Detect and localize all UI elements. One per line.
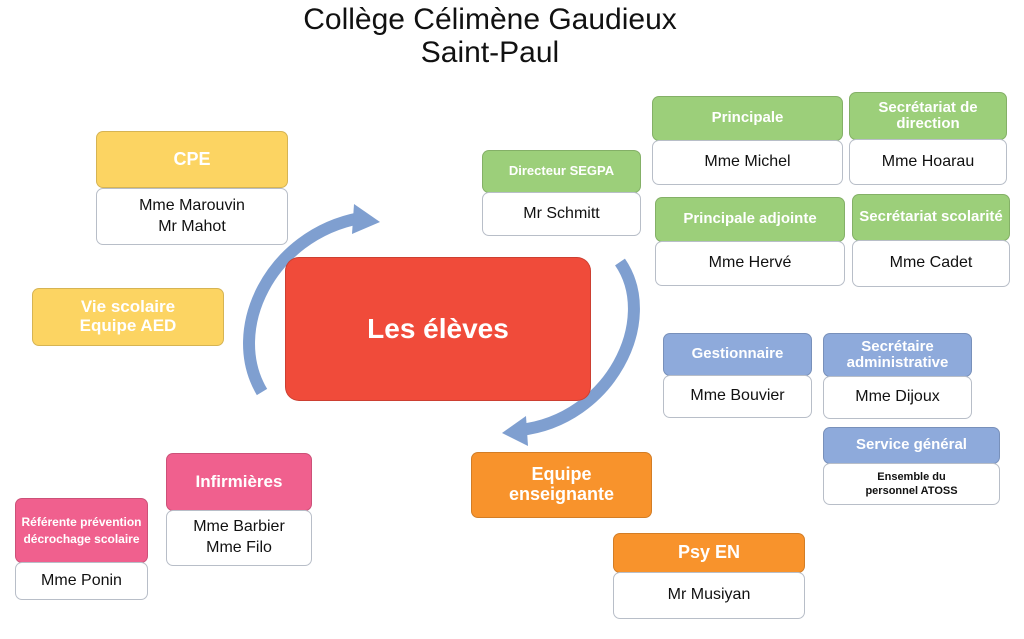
card-header: Référente prévention décrochage scolaire (15, 498, 148, 563)
card-header: Psy EN (613, 533, 805, 573)
card-psy-en: Psy EN Mr Musiyan (613, 533, 805, 619)
card-person: Mr Musiyan (667, 586, 751, 604)
card-header: Secrétaire administrative (823, 333, 972, 377)
card-person: Mr Schmitt (523, 204, 600, 222)
card-secretaire-administrative: Secrétaire administrative Mme Dijoux (823, 333, 972, 419)
card-service-general: Service général Ensemble du personnel AT… (823, 427, 1000, 505)
card-person: Ensemble du personnel ATOSS (865, 470, 958, 497)
card-person: Mme Hoarau (881, 152, 975, 170)
card-person: Mme Bouvier (690, 387, 785, 405)
center-label: Les élèves (285, 257, 591, 401)
left-cycle-arrow (243, 204, 380, 396)
card-equipe-enseignante: Equipe enseignante (471, 452, 652, 518)
card-referente-decrochage: Référente prévention décrochage scolaire… (15, 498, 148, 600)
card-header: Principale (652, 96, 843, 141)
card-header: Equipe enseignante (471, 452, 652, 518)
card-person: Mme Filo (206, 539, 272, 556)
card-header: Gestionnaire (663, 333, 812, 376)
card-principale: Principale Mme Michel (652, 96, 843, 185)
card-person: Mme Cadet (889, 254, 973, 272)
card-person: Mme Ponin (41, 571, 122, 589)
card-person: Mme Hervé (708, 254, 792, 272)
card-header: Vie scolaire Equipe AED (32, 288, 224, 346)
card-secretariat-scolarite: Secrétariat scolarité Mme Cadet (852, 194, 1010, 287)
card-gestionnaire: Gestionnaire Mme Bouvier (663, 333, 812, 418)
card-person: Mme Michel (704, 153, 791, 171)
card-header: CPE (96, 131, 288, 188)
card-secretariat-direction: Secrétariat de direction Mme Hoarau (849, 92, 1007, 185)
card-person: Mme Barbier (193, 518, 285, 536)
page-subtitle: Saint-Paul (420, 36, 560, 69)
card-header: Infirmières (166, 453, 312, 511)
card-principale-adjointe: Principale adjointe Mme Hervé (655, 197, 845, 286)
card-header: Service général (823, 427, 1000, 464)
card-person: Mme Dijoux (855, 388, 940, 406)
right-cycle-arrow (502, 258, 640, 446)
card-cpe: CPE Mme Marouvin Mr Mahot (96, 131, 288, 245)
card-person: Mr Mahot (158, 217, 226, 235)
card-header: Secrétariat scolarité (852, 194, 1010, 241)
card-person: Mme Marouvin (139, 196, 245, 214)
center-node-students: Les élèves (285, 257, 591, 401)
card-vie-scolaire: Vie scolaire Equipe AED (32, 288, 224, 346)
card-header: Secrétariat de direction (849, 92, 1007, 140)
card-header: Directeur SEGPA (482, 150, 641, 193)
card-header: Principale adjointe (655, 197, 845, 242)
card-directeur-segpa: Directeur SEGPA Mr Schmitt (482, 150, 641, 236)
page-title: Collège Célimène Gaudieux (303, 3, 677, 36)
